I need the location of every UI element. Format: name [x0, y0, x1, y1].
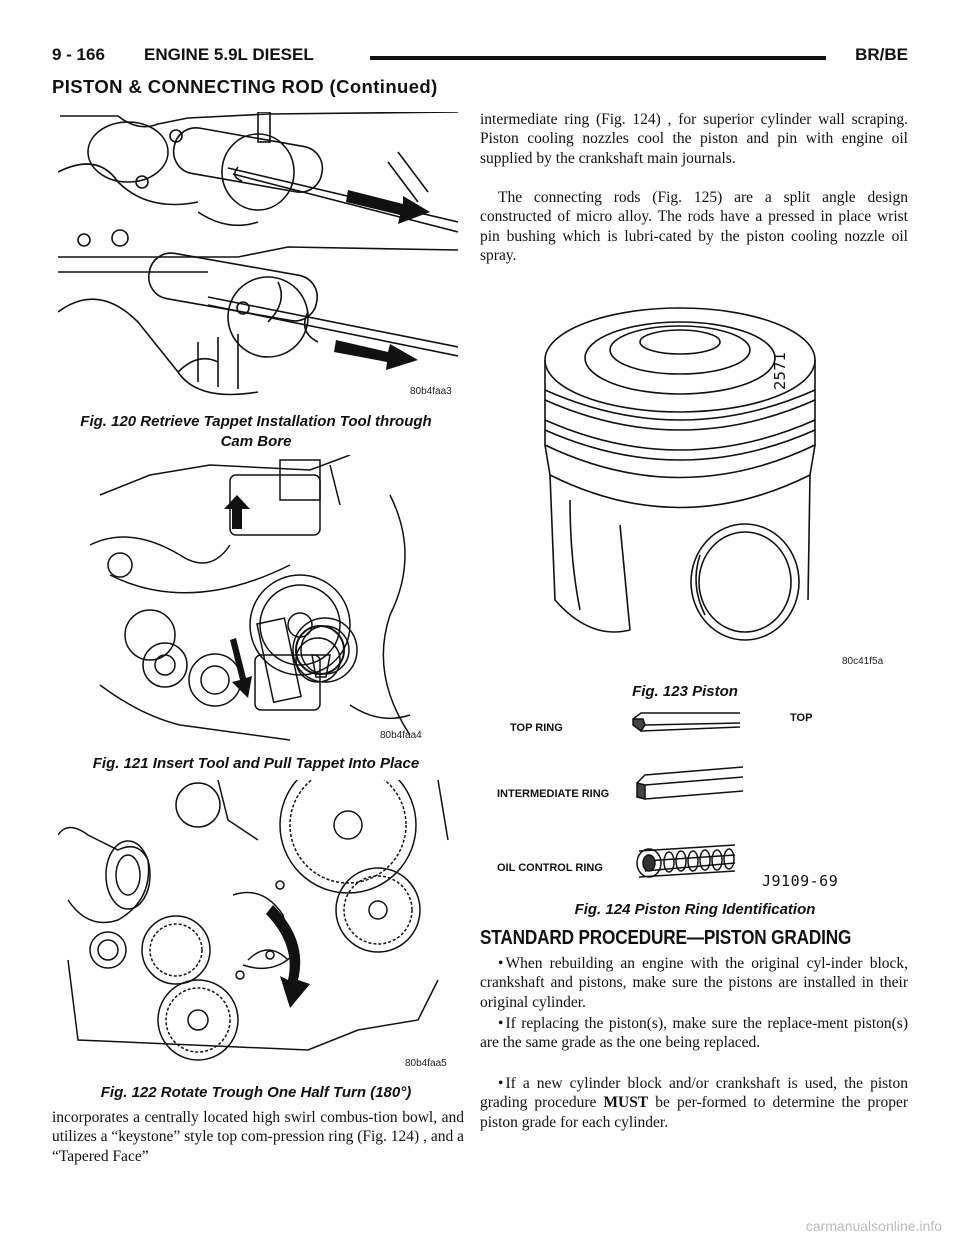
- figure-124-caption: Fig. 124 Piston Ring Identification: [574, 901, 816, 918]
- left-paragraph-1: incorporates a centrally located high sw…: [52, 1109, 464, 1165]
- top-label: TOP: [790, 712, 813, 724]
- header-rule: [370, 56, 826, 60]
- continued-title: PISTON & CONNECTING ROD (Continued): [52, 76, 438, 97]
- intermediate-ring-label: INTERMEDIATE RING: [497, 788, 610, 800]
- bullet-3: If a new cylinder block and/or crankshaf…: [480, 1074, 908, 1132]
- figure-121-caption: Fig. 121 Insert Tool and Pull Tappet Int…: [92, 755, 420, 772]
- page-number: 9 - 166: [52, 45, 105, 64]
- figure-120-illustration: [58, 112, 458, 404]
- page-header: 9 - 166 ENGINE 5.9L DIESEL BR/BE: [52, 45, 908, 73]
- figure-122-illustration: [58, 780, 453, 1070]
- procedure-heading: STANDARD PROCEDURE—PISTON GRADING: [480, 927, 852, 949]
- figure-121-code: 80b4faa4: [380, 730, 422, 741]
- model-code: BR/BE: [855, 45, 908, 64]
- watermark: carmanualsonline.info: [805, 1218, 942, 1234]
- bullet-2: If replacing the piston(s), make sure th…: [480, 1014, 908, 1053]
- figure-123-code: 80c41f5a: [842, 656, 884, 667]
- piston-stamp: 2571: [771, 352, 789, 390]
- figure-120-code: 80b4faa3: [410, 386, 452, 397]
- figure-124-rings-illustration: [625, 705, 755, 885]
- figure-122-caption: Fig. 122 Rotate Trough One Half Turn (18…: [100, 1084, 412, 1101]
- figure-120-caption: Fig. 120 Retrieve Tappet Installation To…: [80, 413, 432, 450]
- oil-control-ring-label: OIL CONTROL RING: [497, 862, 603, 874]
- bullet-1: When rebuilding an engine with the origi…: [480, 954, 908, 1012]
- figure-123-piston-illustration: 2571: [530, 300, 860, 660]
- right-paragraph-2: The connecting rods (Fig. 125) are a spl…: [480, 189, 908, 265]
- figure-121-illustration: [90, 455, 440, 745]
- section-title: ENGINE 5.9L DIESEL: [144, 45, 314, 64]
- top-ring-label: TOP RING: [510, 722, 563, 734]
- figure-122-code: 80b4faa5: [405, 1058, 447, 1069]
- figure-124-code: J9109-69: [762, 872, 839, 890]
- right-paragraph-1: intermediate ring (Fig. 124) , for super…: [480, 111, 908, 167]
- figure-123-caption: Fig. 123 Piston: [632, 683, 738, 700]
